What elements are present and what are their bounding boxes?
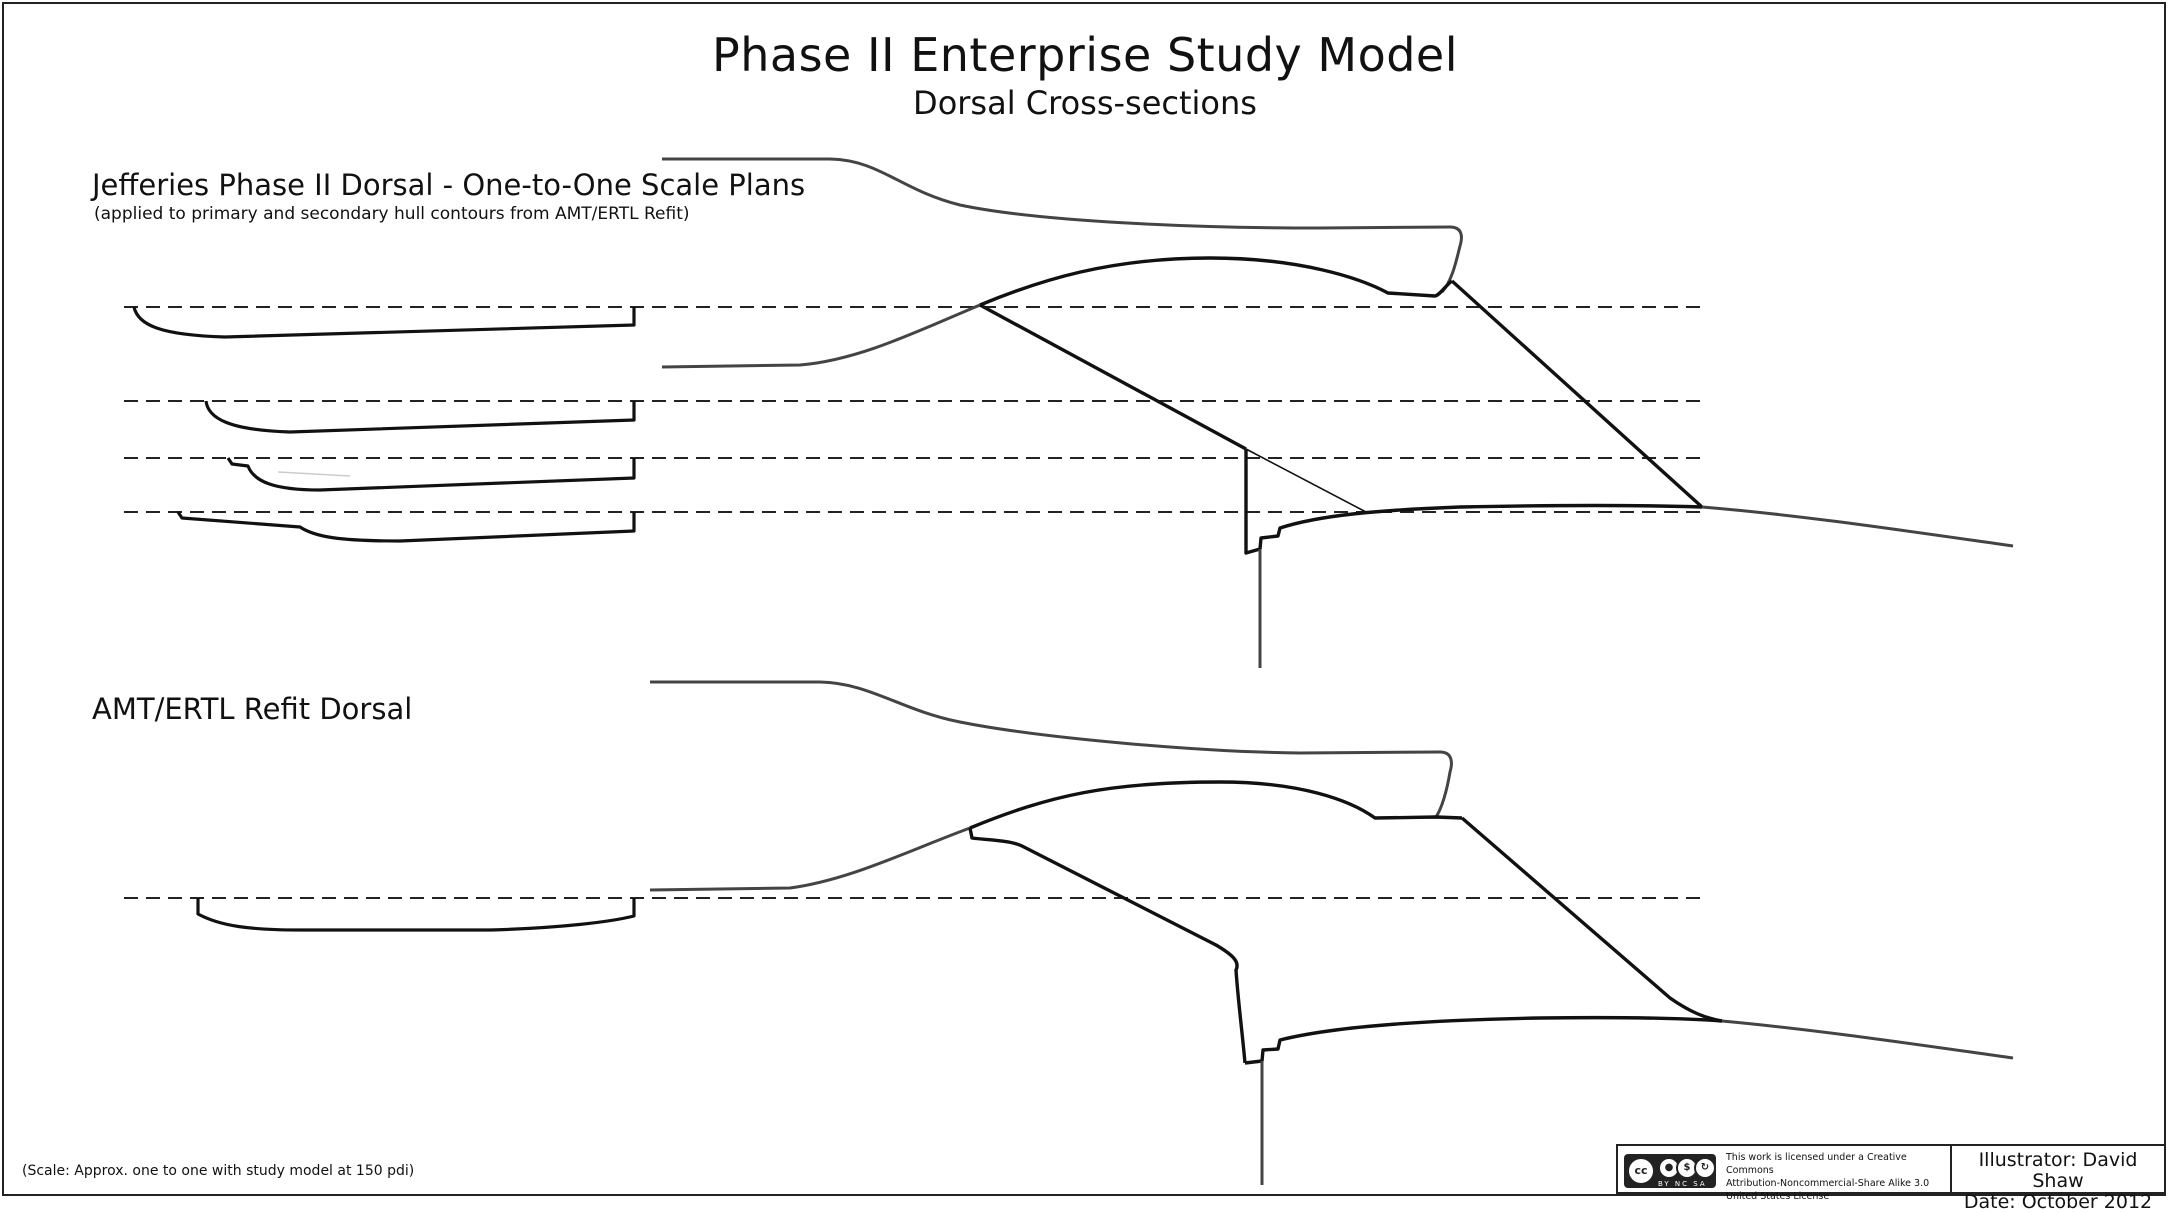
- date-credit: Date: October 2012: [1963, 1191, 2153, 1213]
- section-title-amt-ertl: AMT/ERTL Refit Dorsal: [92, 692, 413, 726]
- secondary-hull-contour-2: [649, 826, 971, 892]
- cross-section-4: [176, 511, 636, 543]
- secondary-hull-aft-1: [1701, 505, 2014, 548]
- dorsal-trailing-edge-1: [1450, 279, 1704, 509]
- dorsal-leading-edge-1: [979, 303, 1247, 451]
- dorsal-top-edge-2: [969, 780, 1463, 830]
- cross-section-3: [226, 457, 636, 492]
- dorsal-top-edge-1: [979, 256, 1454, 307]
- cc-license-badge[interactable]: cc ● $ ↻ BY NC SA: [1624, 1154, 1716, 1188]
- neck-and-hull-edge-2: [1244, 1015, 1723, 1065]
- illustrator-credit: Illustrator: David Shaw: [1978, 1149, 2138, 1192]
- cross-section-1: [132, 306, 636, 339]
- secondary-hull-aft-2: [1721, 1019, 2014, 1060]
- jefferies-dorsal-profile: [661, 157, 2014, 668]
- cc-badge-tags: BY NC SA: [1658, 1180, 1707, 1188]
- scale-note: (Scale: Approx. one to one with study mo…: [22, 1163, 415, 1179]
- share-alike-icon: ↻: [1694, 1157, 1716, 1179]
- dorsal-trailing-edge-2: [1460, 816, 1723, 1023]
- license-text: This work is licensed under a Creative C…: [1726, 1151, 1950, 1203]
- amt-ertl-cross-section: [196, 898, 636, 932]
- license-box: cc ● $ ↻ BY NC SA This work is licensed …: [1616, 1144, 1952, 1202]
- license-text-line-2: Attribution-Noncommercial-Share Alike 3.…: [1726, 1178, 1930, 1189]
- amt-ertl-dorsal-profile: [649, 680, 2014, 1185]
- faint-guide-stroke: [277, 471, 351, 477]
- license-text-line-1: This work is licensed under a Creative C…: [1726, 1152, 1907, 1176]
- cross-section-2: [204, 400, 636, 434]
- credit-box: Illustrator: David Shaw Date: October 20…: [1950, 1144, 2166, 1213]
- section-title-jefferies: Jefferies Phase II Dorsal - One-to-One S…: [92, 168, 806, 202]
- jefferies-cross-sections: [132, 306, 636, 543]
- license-text-line-3: United States License: [1726, 1191, 1830, 1202]
- page-subtitle: Dorsal Cross-sections: [913, 84, 1257, 122]
- neck-and-hull-edge-1: [1244, 449, 1703, 555]
- inner-guide-line-1: [1245, 448, 1367, 513]
- page-title: Phase II Enterprise Study Model: [711, 28, 1459, 82]
- dorsal-leading-edge-2: [968, 827, 1247, 1064]
- primary-hull-contour-1: [662, 157, 1463, 294]
- section-subtitle-jefferies: (applied to primary and secondary hull c…: [94, 204, 690, 224]
- secondary-hull-contour-1: [661, 303, 981, 369]
- primary-hull-contour-2: [650, 680, 1453, 818]
- cc-logo-icon: cc: [1627, 1157, 1655, 1185]
- dashed-reference-lines: [124, 306, 1702, 899]
